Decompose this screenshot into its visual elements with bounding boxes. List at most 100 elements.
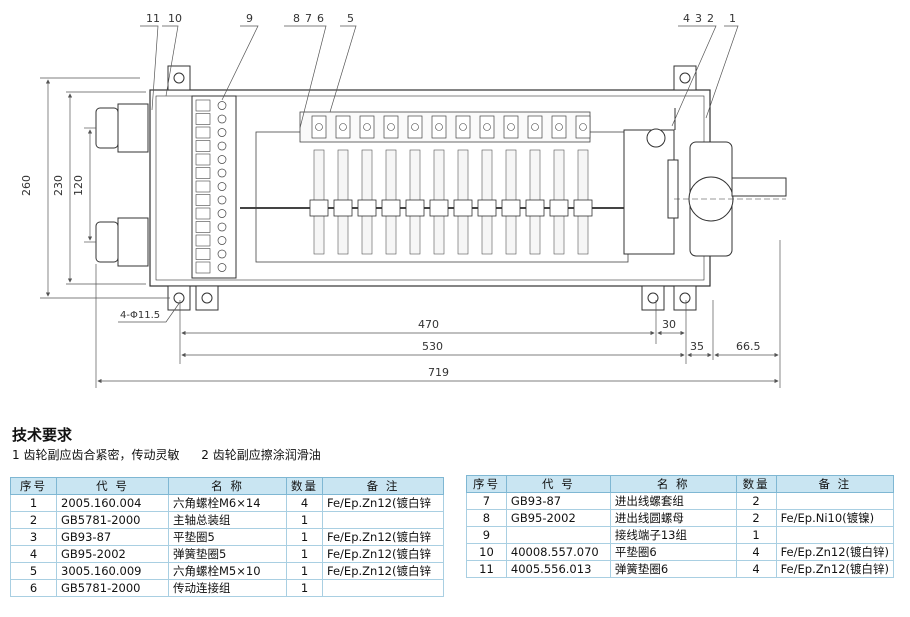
- table-cell: 六角螺栓M5×10: [168, 562, 287, 580]
- table-cell: 1: [286, 562, 323, 580]
- dim-66-5: 66.5: [736, 340, 761, 353]
- terminal-cell: [195, 113, 227, 125]
- table-cell: 进出线圆螺母: [609, 509, 737, 527]
- callout-7: 7: [305, 12, 312, 25]
- table-cell: GB93-87: [505, 492, 611, 510]
- table-cell: 六角螺栓M6×14: [168, 494, 287, 512]
- switch-deck: [357, 115, 377, 255]
- terminal-cell: [195, 140, 227, 152]
- table-cell: 3005.160.009: [56, 562, 169, 580]
- table-cell: 40008.557.070: [505, 543, 611, 561]
- callouts: 11 10 9 8 7 6 5 4 3 2 1: [146, 12, 736, 25]
- table-cell: 2: [10, 511, 57, 529]
- switch-deck: [429, 115, 449, 255]
- table-cell: [505, 526, 611, 544]
- table-cell: GB93-87: [56, 528, 169, 546]
- terminal-cell: [195, 126, 227, 139]
- dim-260: 260: [20, 175, 33, 196]
- cable-glands: [95, 103, 149, 267]
- table-cell: 主轴总装组: [168, 511, 287, 529]
- col-name: 名 称: [168, 477, 287, 495]
- table-cell: Fe/Ep.Ni10(镀镍): [775, 509, 895, 527]
- table-cell: Fe/Ep.Zn12(镀白锌: [322, 562, 444, 580]
- requirement-1: 1 齿轮副应齿合紧密，传动灵敏: [12, 448, 180, 462]
- table-cell: 传动连接组: [168, 579, 287, 597]
- table-cell: 1: [286, 579, 323, 597]
- terminal-cell: [195, 221, 227, 233]
- table-cell: 9: [466, 526, 507, 544]
- requirement-2: 2 齿轮副应擦涂润滑油: [201, 448, 321, 462]
- table-cell: 6: [10, 579, 57, 597]
- terminal-cell: [195, 194, 227, 206]
- col-quantity: 数量: [286, 477, 323, 495]
- dim-470: 470: [418, 318, 439, 331]
- table-cell: GB95-2002: [56, 545, 169, 563]
- switch-decks: [309, 115, 593, 255]
- table-cell: 接线端子13组: [609, 526, 737, 544]
- table-cell: 平垫圈6: [609, 543, 737, 561]
- table-cell: 1: [286, 545, 323, 563]
- table-cell: Fe/Ep.Zn12(镀白锌: [322, 528, 444, 546]
- table-cell: 进出线螺套组: [609, 492, 737, 510]
- terminal-cell: [195, 207, 227, 220]
- leader-lines: [140, 25, 739, 129]
- table-cell: 1: [286, 528, 323, 546]
- switch-deck: [525, 115, 545, 255]
- table-cell: 2: [735, 509, 777, 527]
- table-cell: [322, 511, 444, 529]
- col-code: 代 号: [505, 475, 611, 493]
- callout-10: 10: [168, 12, 182, 25]
- dim-120: 120: [72, 175, 85, 196]
- dim-230: 230: [52, 175, 65, 196]
- terminal-cell: [195, 153, 227, 166]
- switch-deck: [549, 115, 569, 255]
- dim-719: 719: [428, 366, 449, 379]
- col-code: 代 号: [56, 477, 169, 495]
- terminal-cell: [195, 180, 227, 193]
- switch-deck: [333, 115, 353, 255]
- switch-deck: [477, 115, 497, 255]
- dim-30: 30: [662, 318, 676, 331]
- callout-4: 4: [683, 12, 690, 25]
- table-cell: 8: [466, 509, 507, 527]
- switch-deck: [501, 115, 521, 255]
- table-cell: 弹簧垫圈5: [168, 545, 287, 563]
- table-cell: 7: [466, 492, 507, 510]
- mounting-lugs: [167, 65, 697, 311]
- vertical-dimensions: [40, 77, 170, 299]
- table-cell: GB5781-2000: [56, 511, 169, 529]
- callout-9: 9: [246, 12, 253, 25]
- dim-35: 35: [690, 340, 704, 353]
- switch-deck: [453, 115, 473, 255]
- callout-5: 5: [347, 12, 354, 25]
- table-cell: 2: [735, 492, 777, 510]
- col-remark: 备 注: [322, 477, 444, 495]
- terminal-cell: [195, 99, 227, 112]
- col-index: 序号: [466, 475, 507, 493]
- table-cell: 弹簧垫圈6: [609, 560, 737, 578]
- col-index: 序号: [10, 477, 57, 495]
- table-cell: 4: [10, 545, 57, 563]
- switch-deck: [381, 115, 401, 255]
- table-cell: [322, 579, 444, 597]
- dim-530: 530: [422, 340, 443, 353]
- gear-drive: [623, 108, 787, 257]
- callout-2: 2: [707, 12, 714, 25]
- terminal-cell: [195, 261, 227, 274]
- terminal-cell: [195, 167, 227, 179]
- table-cell: Fe/Ep.Zn12(镀白锌): [775, 543, 895, 561]
- table-cell: 4: [735, 543, 777, 561]
- table-cell: Fe/Ep.Zn12(镀白锌: [322, 494, 444, 512]
- table-cell: 4005.556.013: [505, 560, 611, 578]
- col-remark: 备 注: [775, 475, 895, 493]
- terminal-cell: [195, 248, 227, 260]
- table-cell: Fe/Ep.Zn12(镀白锌): [775, 560, 895, 578]
- table-cell: 10: [466, 543, 507, 561]
